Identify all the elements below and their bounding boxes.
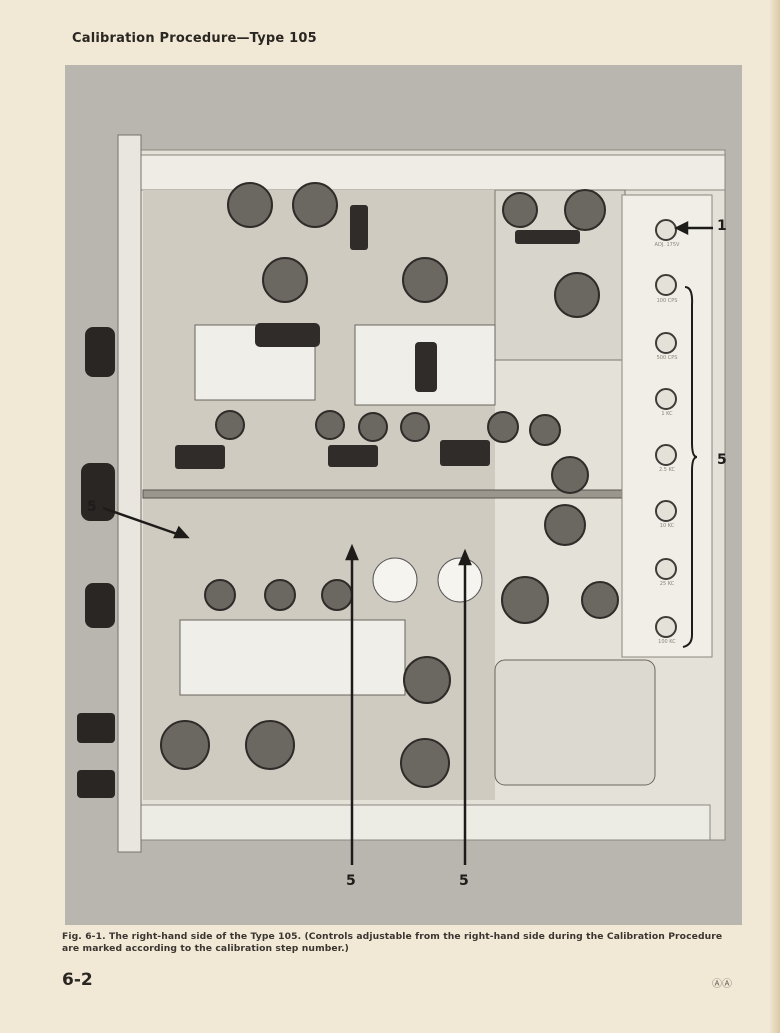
- jack-label: 10 KC: [659, 523, 675, 529]
- panel-jacks: [655, 219, 677, 638]
- jack-label: 2.5 KC: [658, 467, 676, 473]
- chassis-illustration: [77, 134, 726, 865]
- page-edge: [770, 0, 780, 1033]
- publisher-mark: ⒶⒶ: [712, 979, 732, 990]
- callout-5-left: 5: [87, 499, 97, 515]
- chassis-photo: 1 5 5 5 5 ADJ. 175V 100 CPS 500 CPS 1 KC…: [65, 65, 742, 925]
- callout-1: 1: [717, 218, 727, 234]
- jack-label: 500 CPS: [656, 355, 678, 361]
- figure-caption: Fig. 6-1. The right-hand side of the Typ…: [62, 931, 723, 954]
- jack-label: 25 KC: [659, 581, 675, 587]
- callout-5-bottom-left: 5: [346, 873, 356, 889]
- jack-label: 1 KC: [661, 411, 673, 417]
- page-number: 6-2: [62, 970, 93, 990]
- jack-label: ADJ. 175V: [654, 242, 680, 248]
- jack-label: 100 CPS: [656, 298, 678, 304]
- page-header: Calibration Procedure—Type 105: [72, 31, 317, 46]
- callout-5-bottom-right: 5: [459, 873, 469, 889]
- ceramic-sockets: [372, 557, 483, 603]
- panel-jack-labels: ADJ. 175V 100 CPS 500 CPS 1 KC 2.5 KC 10…: [645, 242, 689, 645]
- jack-label: 100 KC: [658, 639, 676, 645]
- front-panel-knobs: [77, 327, 115, 798]
- callout-5-right: 5: [717, 452, 727, 468]
